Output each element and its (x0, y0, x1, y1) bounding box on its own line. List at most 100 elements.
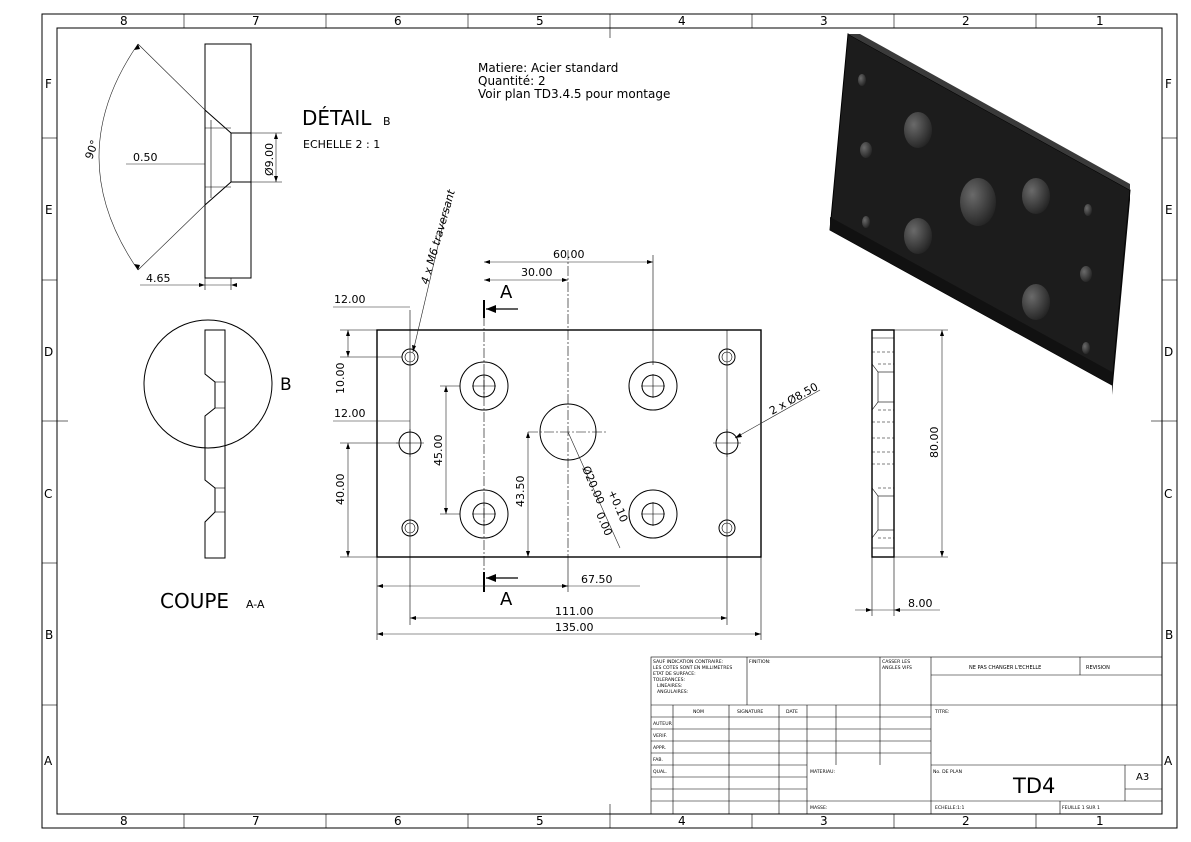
note-m6-holes: 4 x M6 traversant (418, 188, 458, 286)
iso-hole-1 (904, 112, 932, 148)
zone-row-D-right: D (1164, 345, 1173, 359)
detail-callout-label: B (280, 375, 292, 395)
zone-col-6-bottom: 6 (394, 814, 402, 828)
tb-row-author: AUTEUR (653, 721, 673, 727)
tb-col-date: DATE (786, 709, 798, 715)
zone-row-C-left: C (44, 487, 52, 501)
iso-small-hole-2 (1080, 266, 1092, 282)
section-tag: A-A (246, 598, 265, 611)
dim-30: 30.00 (521, 266, 553, 279)
tb-row-qual: QUAL. (653, 769, 667, 775)
detail-title: DÉTAIL (302, 106, 372, 130)
tb-no-scale: NE PAS CHANGER L'ECHELLE (969, 665, 1041, 671)
tb-finish: FINITION: (749, 659, 771, 665)
title-block: SAUF INDICATION CONTRAIRE: LES COTES SON… (650, 656, 1163, 815)
dim-40: 40.00 (334, 474, 347, 506)
zone-col-8-bottom: 8 (120, 814, 128, 828)
tb-material-label: MATERIAU: (810, 769, 836, 775)
tb-scale-label: ECHELLE:1:1 (935, 805, 965, 811)
detail-depth-label: 0.50 (133, 151, 158, 164)
section-view-aa: B COUPE A-A (143, 319, 292, 613)
iso-m6-hole-2 (862, 216, 870, 228)
dim-10: 10.00 (334, 363, 347, 395)
zone-col-3-top: 3 (820, 14, 828, 28)
zone-row-E-left: E (45, 203, 53, 217)
dim-111: 111.00 (555, 605, 594, 618)
zone-col-7-bottom: 7 (252, 814, 260, 828)
side-view: 80.00 8.00 (855, 329, 948, 616)
section-title: COUPE (160, 589, 229, 613)
cut-label-top: A (500, 282, 513, 303)
zone-row-B-right: B (1165, 628, 1173, 642)
zone-col-5-bottom: 5 (536, 814, 544, 828)
iso-hole-3 (904, 218, 932, 254)
zone-labels: 8 7 6 5 4 3 2 1 8 7 6 5 4 3 2 1 F E D C … (44, 14, 1173, 828)
detail-scale: ECHELLE 2 : 1 (303, 138, 380, 151)
tb-row-appr: APPR. (653, 745, 666, 751)
general-notes: Matiere: Acier standard Quantité: 2 Voir… (478, 61, 670, 101)
detail-hatched-body (204, 43, 252, 279)
plate-outline (376, 329, 762, 558)
zone-row-A-left: A (44, 754, 53, 768)
zone-row-F-left: F (45, 77, 52, 91)
note-dia85-holes: 2 x Ø8.50 (767, 380, 820, 417)
zone-row-B-left: B (45, 628, 53, 642)
detail-callout-circle (143, 319, 273, 449)
detail-width-label: 4.65 (146, 272, 171, 285)
zone-row-F-right: F (1165, 77, 1172, 91)
dim-tol-lower: 0.00 (593, 510, 615, 538)
zone-col-3-bottom: 3 (820, 814, 828, 828)
section-hatched-body (204, 329, 226, 559)
dim-80: 80.00 (928, 427, 941, 459)
front-view: A A (333, 188, 820, 640)
tb-mass-label: MASSE: (810, 805, 828, 811)
tb-general-3: ETAT DE SURFACE: (653, 671, 696, 677)
tb-drawing-no: TD4 (1012, 774, 1055, 798)
zone-row-C-right: C (1164, 487, 1172, 501)
tb-edges-2: ANGLES VIFS (882, 665, 912, 671)
sheet-border (41, 13, 1178, 829)
tb-format: A3 (1136, 772, 1149, 783)
iso-center-bore (960, 178, 996, 226)
side-outline (871, 329, 895, 558)
detail-hole-dia-label: Ø9.00 (263, 143, 276, 176)
tb-row-verif: VERIF. (653, 733, 667, 739)
note-quantity: Quantité: 2 (478, 74, 546, 88)
zone-col-4-top: 4 (678, 14, 686, 28)
dim-43-5: 43.50 (514, 476, 527, 508)
note-assembly: Voir plan TD3.4.5 pour montage (478, 87, 670, 101)
dim-12a: 12.00 (334, 293, 366, 306)
detail-view-b: 90° 0.50 4.65 Ø9.00 DÉTAIL B ECHELLE 2 :… (83, 43, 391, 290)
tb-col-sign: SIGNATURE (737, 709, 763, 715)
zone-col-8-top: 8 (120, 14, 128, 28)
tb-general-5: LINEAIRES: (657, 683, 683, 689)
zone-row-D-left: D (44, 345, 53, 359)
zone-col-7-top: 7 (252, 14, 260, 28)
tb-sheet-label: FEUILLE 1 SUR 1 (1062, 805, 1100, 811)
iso-small-hole-1 (860, 142, 872, 158)
zone-col-2-bottom: 2 (962, 814, 970, 828)
dim-12b: 12.00 (334, 407, 366, 420)
iso-m6-hole-3 (1084, 204, 1092, 216)
cut-label-bottom: A (500, 589, 513, 610)
detail-angle-label: 90° (83, 138, 102, 161)
iso-m6-hole-4 (1082, 342, 1090, 354)
dim-center-dia: Ø20.00 (579, 464, 607, 506)
isometric-view (829, 33, 1131, 395)
note-material: Matiere: Acier standard (478, 61, 618, 75)
dim-45: 45.00 (432, 435, 445, 467)
zone-col-2-top: 2 (962, 14, 970, 28)
tb-edges-1: CASSER LES (882, 659, 910, 665)
counterbore-hole-tr (628, 361, 678, 411)
tb-title-label: TITRE: (934, 709, 950, 715)
zone-col-5-top: 5 (536, 14, 544, 28)
iso-m6-hole-1 (858, 74, 866, 86)
center-bore (528, 250, 608, 556)
zone-col-1-top: 1 (1096, 14, 1104, 28)
angle-arc (98, 43, 139, 271)
iso-hole-2 (1022, 178, 1050, 214)
zone-col-4-bottom: 4 (678, 814, 686, 828)
detail-tag: B (383, 115, 391, 128)
tb-general-1: SAUF INDICATION CONTRAIRE: (653, 659, 724, 665)
